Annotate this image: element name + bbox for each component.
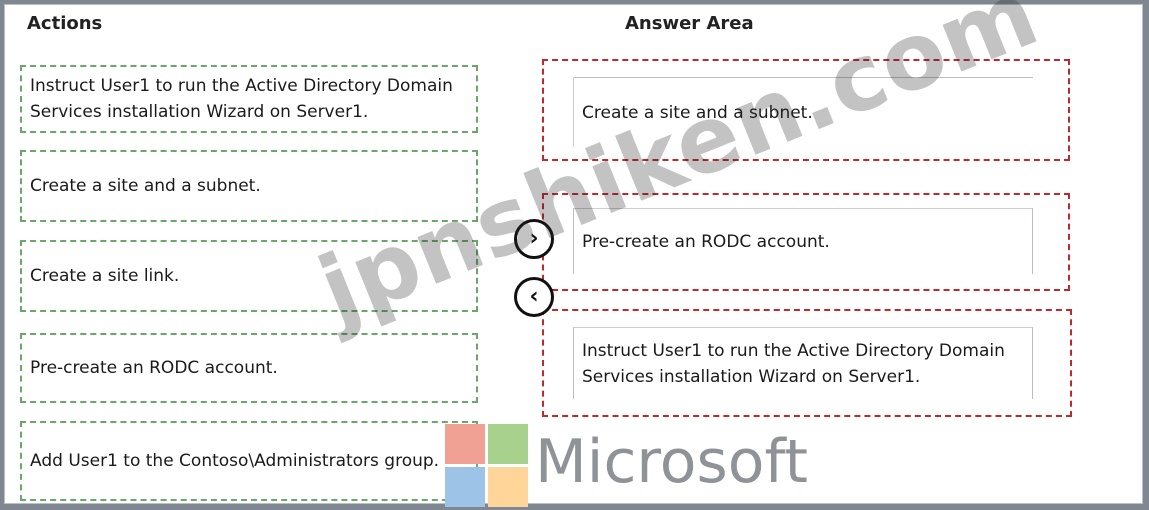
- answer-area-heading: Answer Area: [625, 13, 754, 34]
- exam-panel: Actions Answer Area Instruct User1 to ru…: [4, 0, 1143, 507]
- answer-item-label: Instruct User1 to run the Active Directo…: [582, 340, 1005, 387]
- action-item-create-site-link[interactable]: Create a site link.: [20, 240, 478, 312]
- action-item-precreate-rodc[interactable]: Pre-create an RODC account.: [20, 333, 478, 403]
- action-item-run-wizard[interactable]: Instruct User1 to run the Active Directo…: [20, 65, 478, 133]
- action-item-add-user-admins[interactable]: Add User1 to the Contoso\Administrators …: [20, 421, 478, 501]
- move-right-button[interactable]: ›: [514, 219, 554, 259]
- answer-item-run-wizard[interactable]: Instruct User1 to run the Active Directo…: [573, 327, 1033, 399]
- chevron-right-icon: ›: [529, 226, 539, 251]
- chevron-left-icon: ‹: [529, 284, 539, 309]
- action-item-label: Instruct User1 to run the Active Directo…: [30, 76, 453, 122]
- answer-item-create-site-subnet[interactable]: Create a site and a subnet.: [573, 77, 1033, 147]
- action-item-label: Pre-create an RODC account.: [30, 358, 278, 378]
- answer-slot-3[interactable]: [542, 309, 1072, 417]
- microsoft-logo-icon: [445, 424, 529, 508]
- action-item-create-site-subnet[interactable]: Create a site and a subnet.: [20, 150, 478, 222]
- action-item-label: Add User1 to the Contoso\Administrators …: [30, 451, 440, 471]
- answer-item-label: Pre-create an RODC account.: [582, 231, 830, 252]
- answer-item-label: Create a site and a subnet.: [582, 102, 813, 123]
- microsoft-wordmark: Microsoft: [535, 427, 809, 497]
- move-left-button[interactable]: ‹: [514, 277, 554, 317]
- answer-slot-1[interactable]: [542, 59, 1070, 161]
- action-item-label: Create a site and a subnet.: [30, 176, 261, 196]
- action-item-label: Create a site link.: [30, 266, 180, 286]
- answer-item-precreate-rodc[interactable]: Pre-create an RODC account.: [573, 208, 1033, 274]
- actions-heading: Actions: [27, 13, 103, 34]
